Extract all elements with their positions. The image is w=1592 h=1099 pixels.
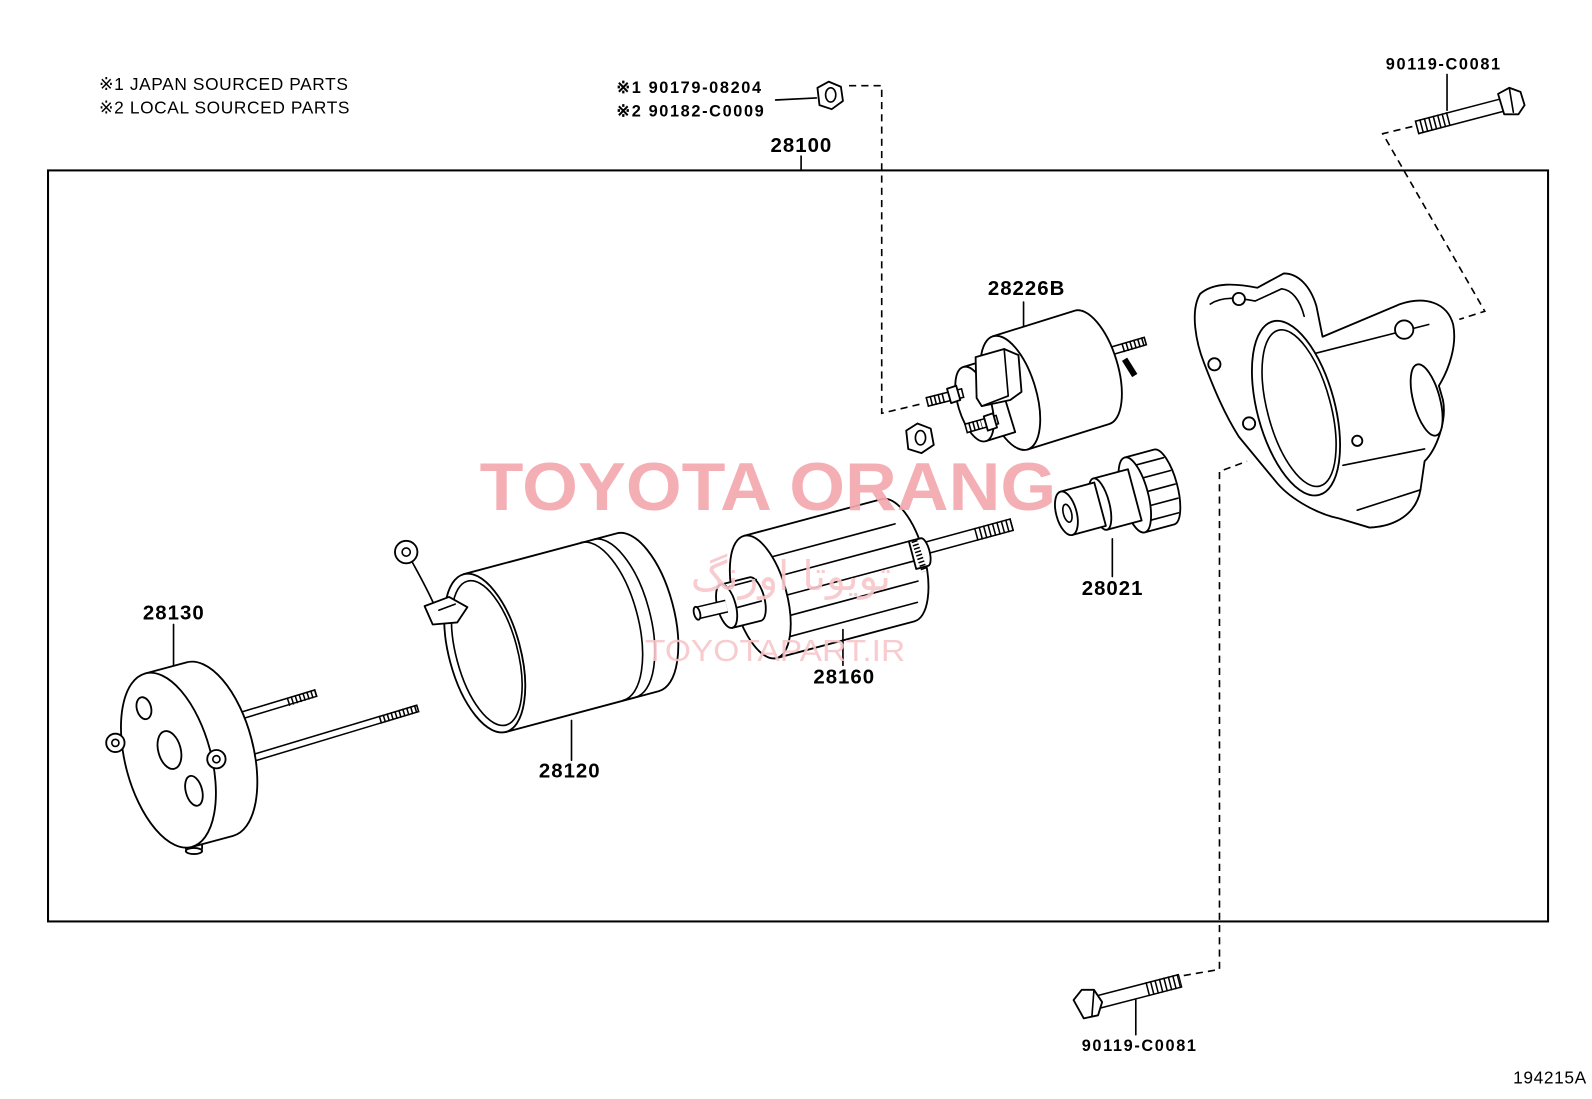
callout-yoke: 28120 — [539, 761, 601, 783]
callout-end-frame: 28130 — [143, 602, 205, 624]
solenoid-terminal-s-collar — [982, 412, 998, 432]
end-frame-hole-1 — [135, 696, 153, 721]
legend-japan-sourced: ※1 JAPAN SOURCED PARTS — [99, 74, 348, 94]
callout-armature: 28160 — [813, 667, 875, 689]
bottom-bolt-head — [1072, 988, 1104, 1020]
top-bolt-shaft-fill — [1416, 99, 1504, 133]
solenoid-contact-block — [974, 348, 1023, 408]
watermark-brand: TOYOTA ORANG — [480, 450, 1057, 525]
end-frame-screw-right — [206, 749, 227, 770]
watermark-persian: تویوتا اورنگ — [691, 552, 891, 600]
drive-housing — [1193, 272, 1456, 529]
housing-hole-3 — [1242, 416, 1257, 431]
nut-icon — [905, 422, 935, 454]
top-nut-leader — [774, 97, 818, 101]
top-nut — [816, 80, 844, 111]
through-stud-1-thread — [286, 688, 318, 706]
through-stud-2-thread — [378, 704, 420, 724]
solenoid-rear-stud-thread — [1121, 336, 1148, 353]
armature-shaft-spline — [973, 518, 1015, 541]
end-frame-stub-end — [184, 847, 204, 856]
callout-nut-japan: ※1 90179-08204 — [616, 79, 762, 97]
clutch-gear-tooth-4 — [1149, 497, 1179, 507]
terminal-nut-hole — [914, 429, 927, 446]
housing-rib-2 — [1342, 448, 1426, 467]
solenoid-rear-terminal — [1121, 357, 1138, 378]
callout-bolt-bottom: 90119-C0081 — [1082, 1037, 1198, 1055]
solenoid-terminal-m-collar — [946, 384, 962, 404]
commutator-bar-1 — [727, 578, 758, 588]
end-frame-screw-left-center — [110, 738, 120, 748]
housing-bore — [1251, 319, 1342, 497]
assembly-frame — [47, 169, 1550, 923]
legend-local-sourced: ※2 LOCAL SOURCED PARTS — [99, 97, 350, 117]
solenoid-contact-block-edge — [980, 348, 1010, 407]
top-bolt-head-edge — [1508, 86, 1515, 114]
housing-flange-edge — [1209, 287, 1305, 318]
armature-slot-3 — [786, 560, 916, 596]
armature-28160 — [692, 497, 1015, 660]
housing-hole-2 — [1207, 357, 1222, 372]
through-stud-1-fill — [238, 690, 316, 719]
housing-bolt-ear — [1394, 319, 1415, 340]
yoke-lead-bracket — [423, 596, 469, 626]
watermark-site: TOYOTAPART.IR — [645, 634, 905, 668]
clutch-bore — [1062, 503, 1073, 524]
yoke-28120 — [394, 531, 680, 734]
through-stud-2-fill — [238, 706, 418, 765]
callout-bolt-top: 90119-C0081 — [1386, 55, 1502, 73]
yoke-band-1 — [580, 541, 644, 702]
armature-slot-1 — [771, 523, 896, 558]
yoke-inner-rim — [450, 579, 523, 727]
clutch-gear-tooth-5 — [1149, 512, 1180, 522]
callout-nut-local: ※2 90182-C0009 — [616, 102, 765, 120]
top-nut-dashed-link — [849, 84, 921, 415]
bolt-icon — [1414, 86, 1526, 135]
nut-icon — [816, 80, 844, 111]
yoke-band-2 — [592, 538, 656, 699]
top-bolt-thread — [1414, 111, 1453, 135]
end-frame-hole-3 — [184, 774, 204, 807]
top-nut-hole — [824, 86, 837, 103]
end-frame-hole-2 — [156, 730, 183, 770]
end-frame-screw-right-center — [212, 754, 221, 764]
end-frame-28130 — [105, 660, 420, 856]
armature-slot-4 — [789, 580, 919, 617]
armature-shaft-stub-end — [692, 605, 702, 621]
housing-bore-inner — [1261, 329, 1337, 488]
clutch-gear-tooth-2 — [1142, 469, 1172, 479]
yoke-ring-terminal — [394, 539, 419, 565]
solenoid-28226B — [925, 309, 1148, 451]
end-frame-screw-left — [105, 732, 126, 753]
armature-slot-2 — [780, 540, 910, 577]
housing-rib-3 — [1356, 488, 1422, 512]
armature-slot-5 — [788, 601, 919, 638]
armature-shaft-stub-fill — [694, 601, 728, 619]
clutch-gear-tooth-3 — [1146, 483, 1177, 493]
housing-nose — [1409, 363, 1444, 437]
top-bolt-dashed-link — [1381, 125, 1486, 321]
bolt-icon — [1072, 973, 1183, 1020]
clutch-collar-face — [1054, 490, 1079, 537]
housing-hole-1 — [1231, 291, 1246, 307]
callout-clutch: 28021 — [1082, 578, 1144, 600]
yoke-ring-terminal-hole — [401, 547, 412, 557]
yoke-lead-wire — [411, 561, 436, 607]
callout-assembly: 28100 — [770, 135, 832, 157]
solenoid-terminal-m-thread — [925, 392, 947, 407]
commutator-bar-2 — [733, 600, 763, 609]
bottom-bolt-head-edge — [1091, 988, 1095, 1018]
solenoid-terminal-s-thread — [964, 419, 984, 434]
housing-hole-4 — [1351, 434, 1364, 447]
callout-solenoid: 28226B — [988, 278, 1066, 300]
yoke-lead-bracket-edge — [438, 603, 456, 612]
clutch-28021 — [1054, 448, 1182, 537]
clutch-gear-tooth-1 — [1135, 456, 1165, 466]
diagram-id: 194215A — [1513, 1068, 1587, 1088]
bottom-bolt-dashed-link — [1183, 460, 1248, 977]
terminal-nut — [905, 422, 935, 454]
bottom-bolt-thread — [1145, 973, 1183, 997]
